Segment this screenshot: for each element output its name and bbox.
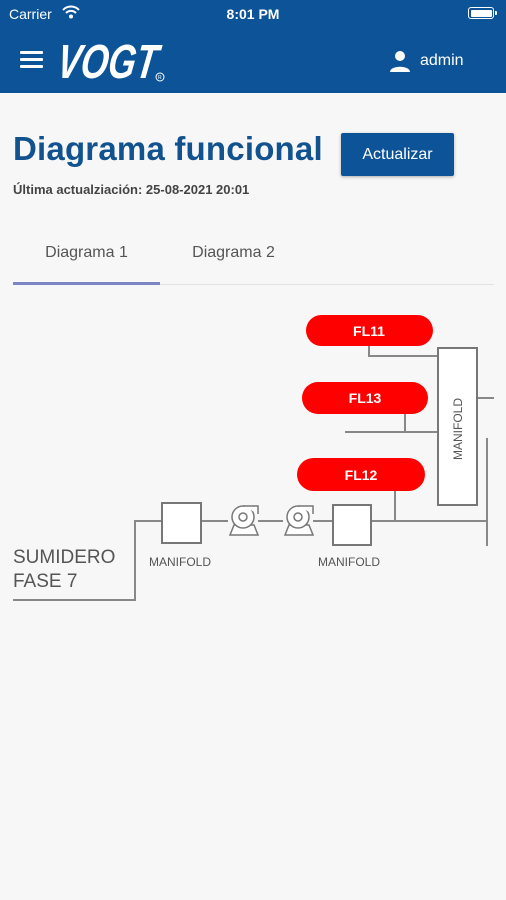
node-fl11[interactable]: FL11 [306,315,433,346]
status-bar: Carrier 8:01 PM [0,0,506,28]
tab-diagrama-1[interactable]: Diagrama 1 [13,232,160,285]
user-icon[interactable] [388,49,412,73]
pump-icon[interactable] [228,505,260,536]
functional-diagram: MANIFOLD MANIFOLD MANIFOLD FL11 FL13 FL1… [13,315,494,601]
diagram-tabs: Diagrama 1 Diagrama 2 [13,232,494,285]
vogt-logo: VOGT R [60,35,165,84]
page-title: Diagrama funcional [13,130,323,167]
wifi-icon [62,5,80,19]
clock: 8:01 PM [226,6,280,22]
tab-diagrama-2[interactable]: Diagrama 2 [192,244,275,261]
svg-text:R: R [158,75,162,81]
node-fl12[interactable]: FL12 [297,458,425,491]
app-header: Carrier 8:01 PM VOGT R admin [0,0,506,93]
manifold-vertical[interactable] [437,347,478,506]
source-label-line2: FASE 7 [13,571,77,592]
manifold-2-label: MANIFOLD [318,555,380,569]
battery-icon [468,7,497,19]
hamburger-menu-icon[interactable] [20,51,43,69]
manifold-vertical-label: MANIFOLD [451,398,465,460]
svg-text:FL12: FL12 [345,467,378,483]
manifold-box-1[interactable] [161,502,202,544]
node-fl13[interactable]: FL13 [302,382,428,414]
source-label-line1: SUMIDERO [13,547,115,568]
carrier-label: Carrier [9,6,52,22]
pump-icon[interactable] [283,505,315,536]
user-name[interactable]: admin [420,52,464,69]
svg-text:FL11: FL11 [353,323,385,339]
last-update-text: Última actualziación: 25-08-2021 20:01 [13,182,250,197]
svg-text:FL13: FL13 [349,390,382,406]
manifold-box-2[interactable] [332,504,372,546]
manifold-1-label: MANIFOLD [149,555,211,569]
svg-text:VOGT: VOGT [60,35,164,84]
refresh-button[interactable]: Actualizar [341,133,454,176]
